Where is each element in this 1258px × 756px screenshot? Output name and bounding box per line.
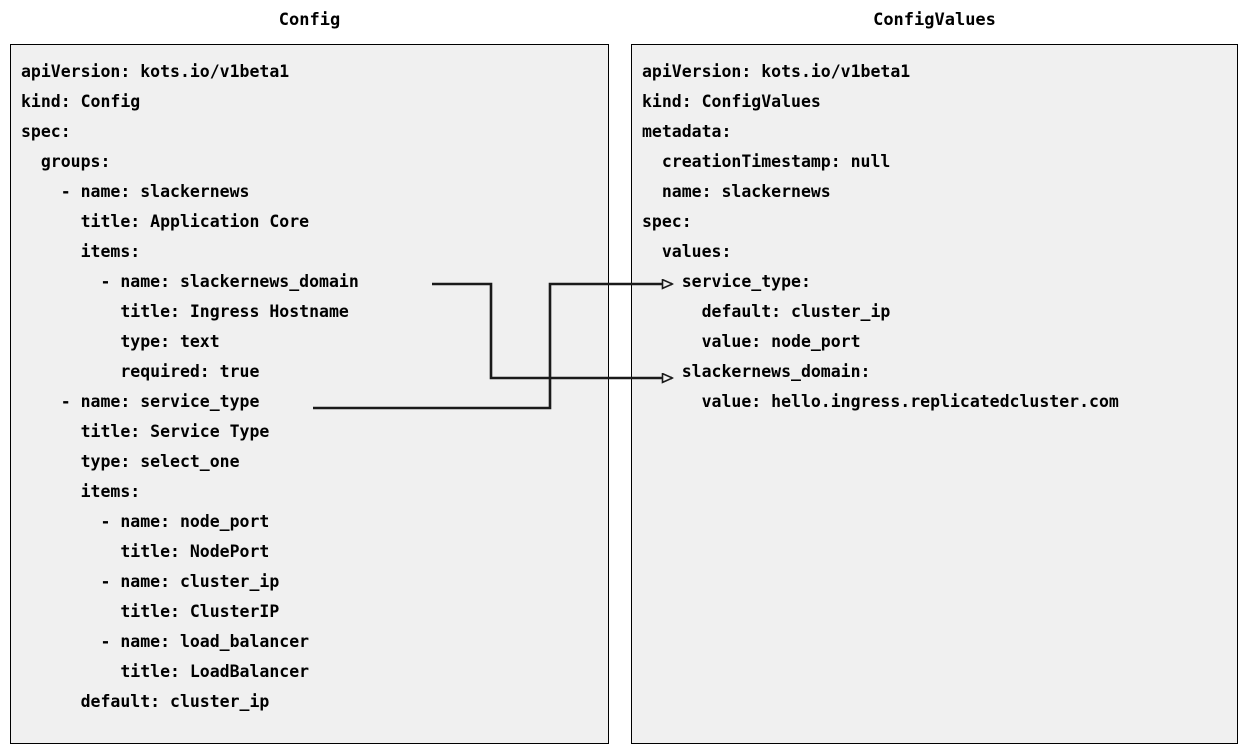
yaml-line: spec: [642,212,692,231]
yaml-line: service_type: [642,272,811,291]
yaml-line: kind: ConfigValues [642,92,821,111]
yaml-line: value: hello.ingress.replicatedcluster.c… [642,392,1119,411]
yaml-line: - name: node_port [21,512,270,531]
configvalues-yaml-panel: apiVersion: kots.io/v1beta1 kind: ConfigV… [631,44,1238,744]
yaml-line: title: Application Core [21,212,310,231]
configvalues-panel-title: ConfigValues [873,10,996,30]
yaml-line: items: [21,242,141,261]
yaml-line: spec: [21,122,71,141]
yaml-line: groups: [21,152,111,171]
yaml-line: title: NodePort [21,542,270,561]
yaml-line: slackernews_domain: [642,362,871,381]
yaml-line: kind: Config [21,92,141,111]
yaml-line: name: slackernews [642,182,831,201]
yaml-line: metadata: [642,122,732,141]
yaml-line: default: cluster_ip [21,692,270,711]
config-yaml-body: apiVersion: kots.io/v1beta1 kind: Config s… [11,45,359,717]
yaml-line: - name: load_balancer [21,632,310,651]
yaml-line: - name: service_type [21,392,260,411]
yaml-line: default: cluster_ip [642,302,891,321]
yaml-line: items: [21,482,141,501]
yaml-line: title: LoadBalancer [21,662,310,681]
yaml-line: - name: slackernews [21,182,250,201]
yaml-line: value: node_port [642,332,861,351]
yaml-line: type: text [21,332,220,351]
config-yaml-panel: apiVersion: kots.io/v1beta1 kind: Config s… [10,44,609,744]
yaml-line: apiVersion: kots.io/v1beta1 [21,62,290,81]
yaml-line: - name: cluster_ip [21,572,280,591]
configvalues-yaml-body: apiVersion: kots.io/v1beta1 kind: ConfigV… [632,45,1119,417]
yaml-line: required: true [21,362,260,381]
yaml-line: values: [642,242,732,261]
yaml-line: - name: slackernews_domain [21,272,359,291]
yaml-line: title: ClusterIP [21,602,280,621]
yaml-line: creationTimestamp: null [642,152,891,171]
yaml-line: title: Ingress Hostname [21,302,349,321]
yaml-line: apiVersion: kots.io/v1beta1 [642,62,911,81]
config-panel-title: Config [278,10,341,30]
yaml-line: type: select_one [21,452,240,471]
yaml-line: title: Service Type [21,422,270,441]
